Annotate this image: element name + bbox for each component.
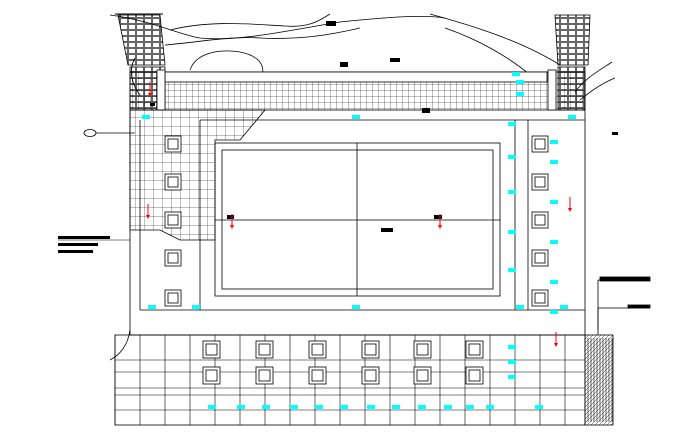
contour-lines	[109, 13, 616, 361]
planter-bottom-low-1	[202, 366, 221, 385]
cyan-marker-26	[208, 405, 216, 409]
cyan-marker-37	[486, 405, 494, 409]
cyan-marker-12	[516, 305, 524, 309]
cyan-marker-16	[516, 92, 524, 96]
red-marker-1	[230, 214, 234, 229]
cyan-marker-31	[340, 405, 348, 409]
planter-bottom-top-3	[308, 340, 327, 359]
corner-planter-right	[554, 14, 591, 66]
cyan-marker-9	[148, 305, 156, 309]
red-marker-4	[568, 197, 572, 212]
stair-block	[584, 334, 614, 426]
planter-left-3	[164, 211, 182, 229]
cyan-marker-33	[392, 405, 400, 409]
cyan-marker-3	[568, 115, 576, 119]
planter-left-4	[164, 249, 182, 267]
cyan-marker-11	[352, 305, 360, 309]
tag-6	[434, 215, 442, 219]
corner-planter-left	[115, 13, 166, 66]
tag-8	[612, 132, 618, 135]
planter-bottom-low-4	[361, 366, 380, 385]
red-section-markers	[146, 82, 572, 347]
cyan-marker-38	[535, 405, 543, 409]
planter-bottom-top-5	[413, 340, 432, 359]
planter-bottom-low-5	[413, 366, 432, 385]
cyan-marker-7	[508, 230, 516, 234]
tag-2	[340, 62, 348, 67]
planter-bottom-top-2	[255, 340, 274, 359]
cyan-marker-27	[237, 405, 245, 409]
left-paved-area	[129, 109, 266, 241]
tag-9	[150, 103, 155, 106]
planter-bottom-low-6	[465, 366, 484, 385]
planter-right-4	[531, 249, 549, 267]
tag-5	[227, 215, 234, 219]
cyan-marker-4	[508, 122, 516, 126]
left-planter-group	[164, 135, 182, 307]
cyan-marker-15	[516, 80, 524, 84]
right-leaders	[597, 276, 651, 335]
tag-4	[422, 108, 430, 113]
cyan-marker-6	[508, 190, 516, 194]
red-marker-3	[146, 204, 150, 219]
right-planter-group	[531, 135, 549, 307]
cyan-marker-5	[508, 155, 516, 159]
planter-bottom-low-3	[308, 366, 327, 385]
cyan-marker-1	[352, 115, 360, 119]
label-tags	[150, 21, 618, 232]
cyan-marker-20	[550, 240, 558, 244]
planter-left-2	[164, 173, 182, 191]
cyan-marker-14	[512, 72, 520, 76]
cyan-marker-36	[466, 405, 474, 409]
tag-7	[381, 228, 393, 232]
bottom-grid-band	[114, 334, 586, 426]
red-marker-6	[554, 332, 558, 347]
cyan-marker-30	[315, 405, 323, 409]
cyan-marker-25	[508, 375, 516, 379]
cyan-marker-10	[192, 305, 200, 309]
planter-bottom-top-4	[361, 340, 380, 359]
cyan-marker-28	[262, 405, 270, 409]
planter-bottom-top-6	[465, 340, 484, 359]
cyan-marker-21	[550, 280, 558, 284]
tag-3	[390, 58, 400, 62]
cyan-marker-22	[550, 310, 558, 314]
central-court	[214, 142, 501, 297]
cyan-marker-19	[550, 200, 558, 204]
planter-left-1	[164, 135, 182, 153]
cyan-marker-23	[508, 345, 516, 349]
cyan-marker-24	[508, 360, 516, 364]
planter-bottom-low-2	[255, 366, 274, 385]
planter-right-1	[531, 135, 549, 153]
cyan-marker-29	[290, 405, 298, 409]
cyan-markers	[142, 72, 576, 409]
tag-1	[326, 21, 336, 26]
cyan-marker-2	[142, 115, 150, 119]
planter-bottom-top-1	[202, 340, 221, 359]
planter-left-5	[164, 289, 182, 307]
cyan-marker-35	[444, 405, 452, 409]
cyan-marker-8	[508, 268, 516, 272]
left-annotation	[58, 129, 135, 253]
planter-right-2	[531, 173, 549, 191]
planter-right-5	[531, 289, 549, 307]
cyan-marker-34	[418, 405, 426, 409]
cyan-marker-13	[560, 305, 568, 309]
red-marker-5	[148, 82, 152, 97]
cyan-marker-32	[367, 405, 375, 409]
cyan-marker-18	[550, 160, 558, 164]
planter-right-3	[531, 211, 549, 229]
red-marker-2	[438, 214, 442, 229]
cyan-marker-17	[550, 140, 558, 144]
top-paved-strip	[129, 66, 586, 111]
